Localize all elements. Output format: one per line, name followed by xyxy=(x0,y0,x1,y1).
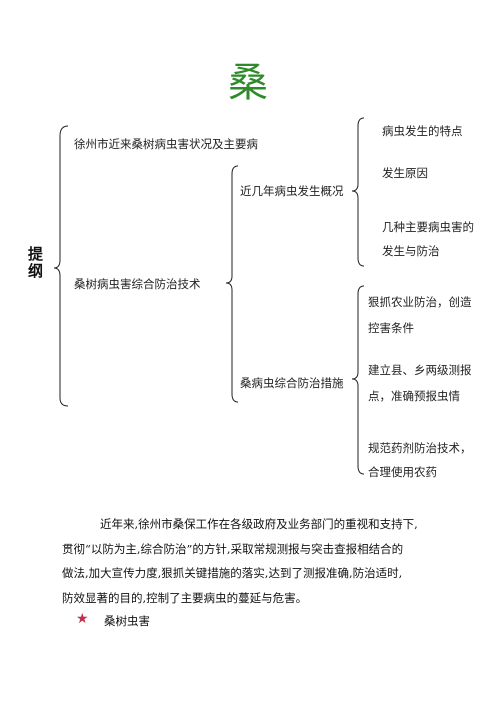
outline-item-agri-control-line1: 狠抓农业防治，创造 xyxy=(368,295,472,309)
page-title: 桑 xyxy=(228,60,270,106)
outline-item-occurrence: 近几年病虫发生概况 xyxy=(240,184,344,198)
level3-bottom-brace xyxy=(351,285,365,475)
outline-item-major-pests-line2: 发生与防治 xyxy=(382,244,440,258)
outline-label-char-1: 提 xyxy=(28,245,44,263)
outline-label-char-2: 纲 xyxy=(28,262,44,280)
intro-paragraph: 近年来,徐州市桑保工作在各级政府及业务部门的重视和支持下, 贯彻“以防为主,综合… xyxy=(62,512,442,610)
outline-item-major-pests-line1: 几种主要病虫害的 xyxy=(382,220,474,234)
outline-item-pesticide-line1: 规范药剂防治技术， xyxy=(368,441,472,455)
outline-item-pesticide-line2: 合理使用农药 xyxy=(368,465,437,479)
outline-item-measures: 桑病虫综合防治措施 xyxy=(240,376,344,390)
outline-item-monitoring-line1: 建立县、乡两级测报 xyxy=(368,363,472,377)
paragraph-line: 近年来,徐州市桑保工作在各级政府及业务部门的重视和支持下, xyxy=(100,517,418,531)
level3-top-brace xyxy=(351,117,365,267)
level2-brace xyxy=(225,165,239,403)
outline-item-agri-control-line2: 控害条件 xyxy=(368,321,414,335)
star-icon: ★ xyxy=(76,611,89,627)
paragraph-line: 贯彻“以防为主,综合防治”的方针,采取常规测报与突击查报相结合的 xyxy=(62,541,404,556)
outline-label: 提 纲 xyxy=(28,246,43,280)
main-brace xyxy=(53,125,69,407)
outline-item-features: 病虫发生的特点 xyxy=(382,124,463,138)
outline-item-control-tech: 桑树病虫害综合防治技术 xyxy=(74,277,201,291)
outline-item-causes: 发生原因 xyxy=(382,166,428,180)
outline-item-status: 徐州市近来桑树病虫害状况及主要病 xyxy=(74,137,258,151)
outline-item-monitoring-line2: 点，准确预报虫情 xyxy=(368,389,460,403)
paragraph-line: 做法,加大宣传力度,狠抓关键措施的落实,达到了测报准确,防治适时, xyxy=(62,566,403,580)
section-heading: 桑树虫害 xyxy=(104,614,150,628)
paragraph-line: 防效显著的目的,控制了主要病虫的蔓延与危害。 xyxy=(62,590,308,605)
